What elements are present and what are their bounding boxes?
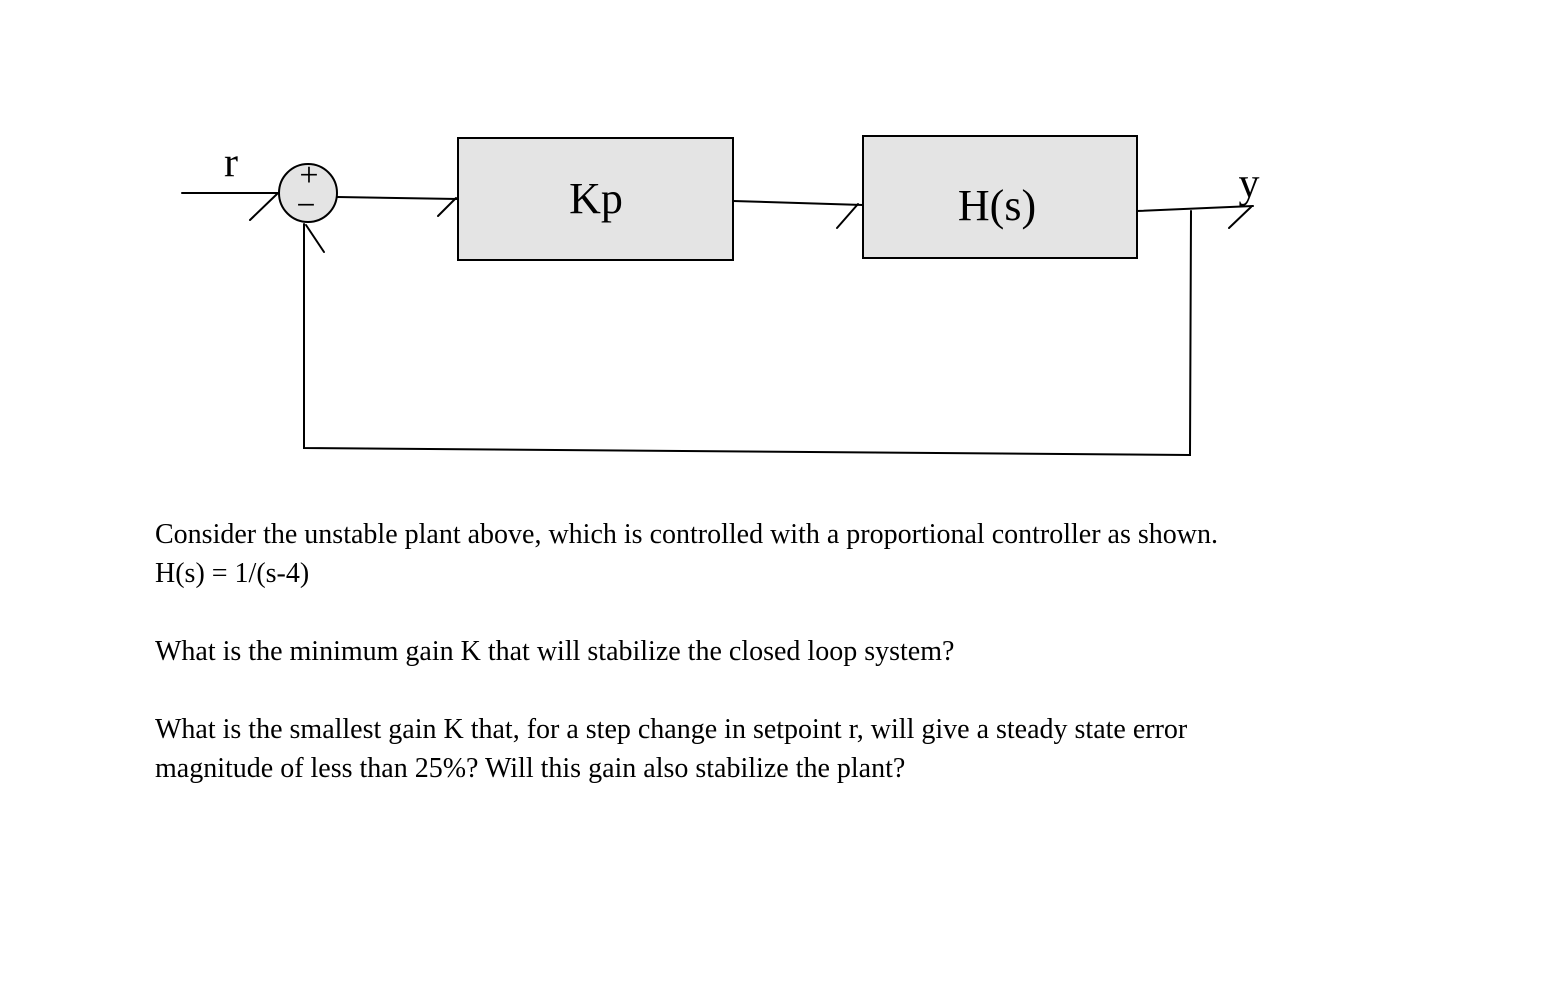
error-line [336,196,459,200]
controller-label: Kp [569,174,623,223]
control-line [732,200,864,206]
question-2: What is the smallest gain K that, for a … [155,710,1218,788]
input-arrowhead-icon [249,193,278,221]
block-diagram: r + − Kp H(s) y [181,135,1260,457]
summing-junction [278,163,338,223]
output-arrowhead-icon [1228,206,1252,229]
feedback-path [303,210,1192,457]
error-arrowhead-icon [437,197,457,217]
question-2-line-2: magnitude of less than 25%? Will this ga… [155,753,906,784]
minus-sign: − [296,187,315,224]
plus-sign: + [299,157,318,194]
intro-paragraph: Consider the unstable plant above, which… [155,515,1218,593]
question-1: What is the minimum gain K that will sta… [155,632,1218,671]
input-signal-label: r [224,140,238,186]
plant-block [862,135,1138,259]
feedback-arrowhead-icon [305,224,325,253]
question-1-text: What is the minimum gain K that will sta… [155,636,955,667]
question-2-line-1: What is the smallest gain K that, for a … [155,714,1188,745]
output-signal-label: y [1239,161,1260,207]
control-arrowhead-icon [836,203,859,229]
output-line [1136,205,1254,212]
plant-equation: H(s) = 1/(s-4) [155,558,310,589]
problem-text: Consider the unstable plant above, which… [155,515,1218,788]
plant-label: H(s) [958,181,1036,230]
controller-block [457,137,734,261]
intro-line-1: Consider the unstable plant above, which… [155,519,1218,550]
